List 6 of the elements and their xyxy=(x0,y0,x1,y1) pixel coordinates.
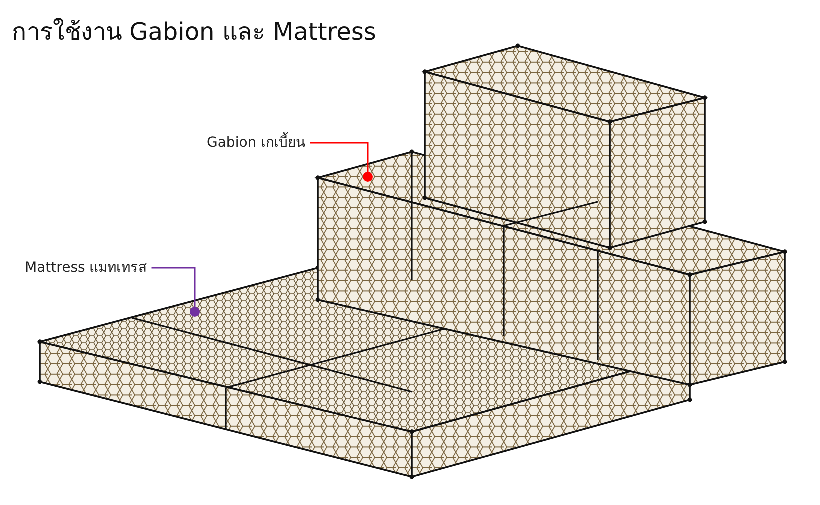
callout-label: Mattress แมทเทรส xyxy=(25,259,148,277)
wire-basket-drawing xyxy=(314,44,788,388)
title: การใช้งาน Gabion และ Mattress xyxy=(12,17,376,48)
leader-line xyxy=(152,267,200,317)
leader-line xyxy=(310,142,373,182)
callout-label: Gabion เกเบี้ยน xyxy=(207,134,306,152)
